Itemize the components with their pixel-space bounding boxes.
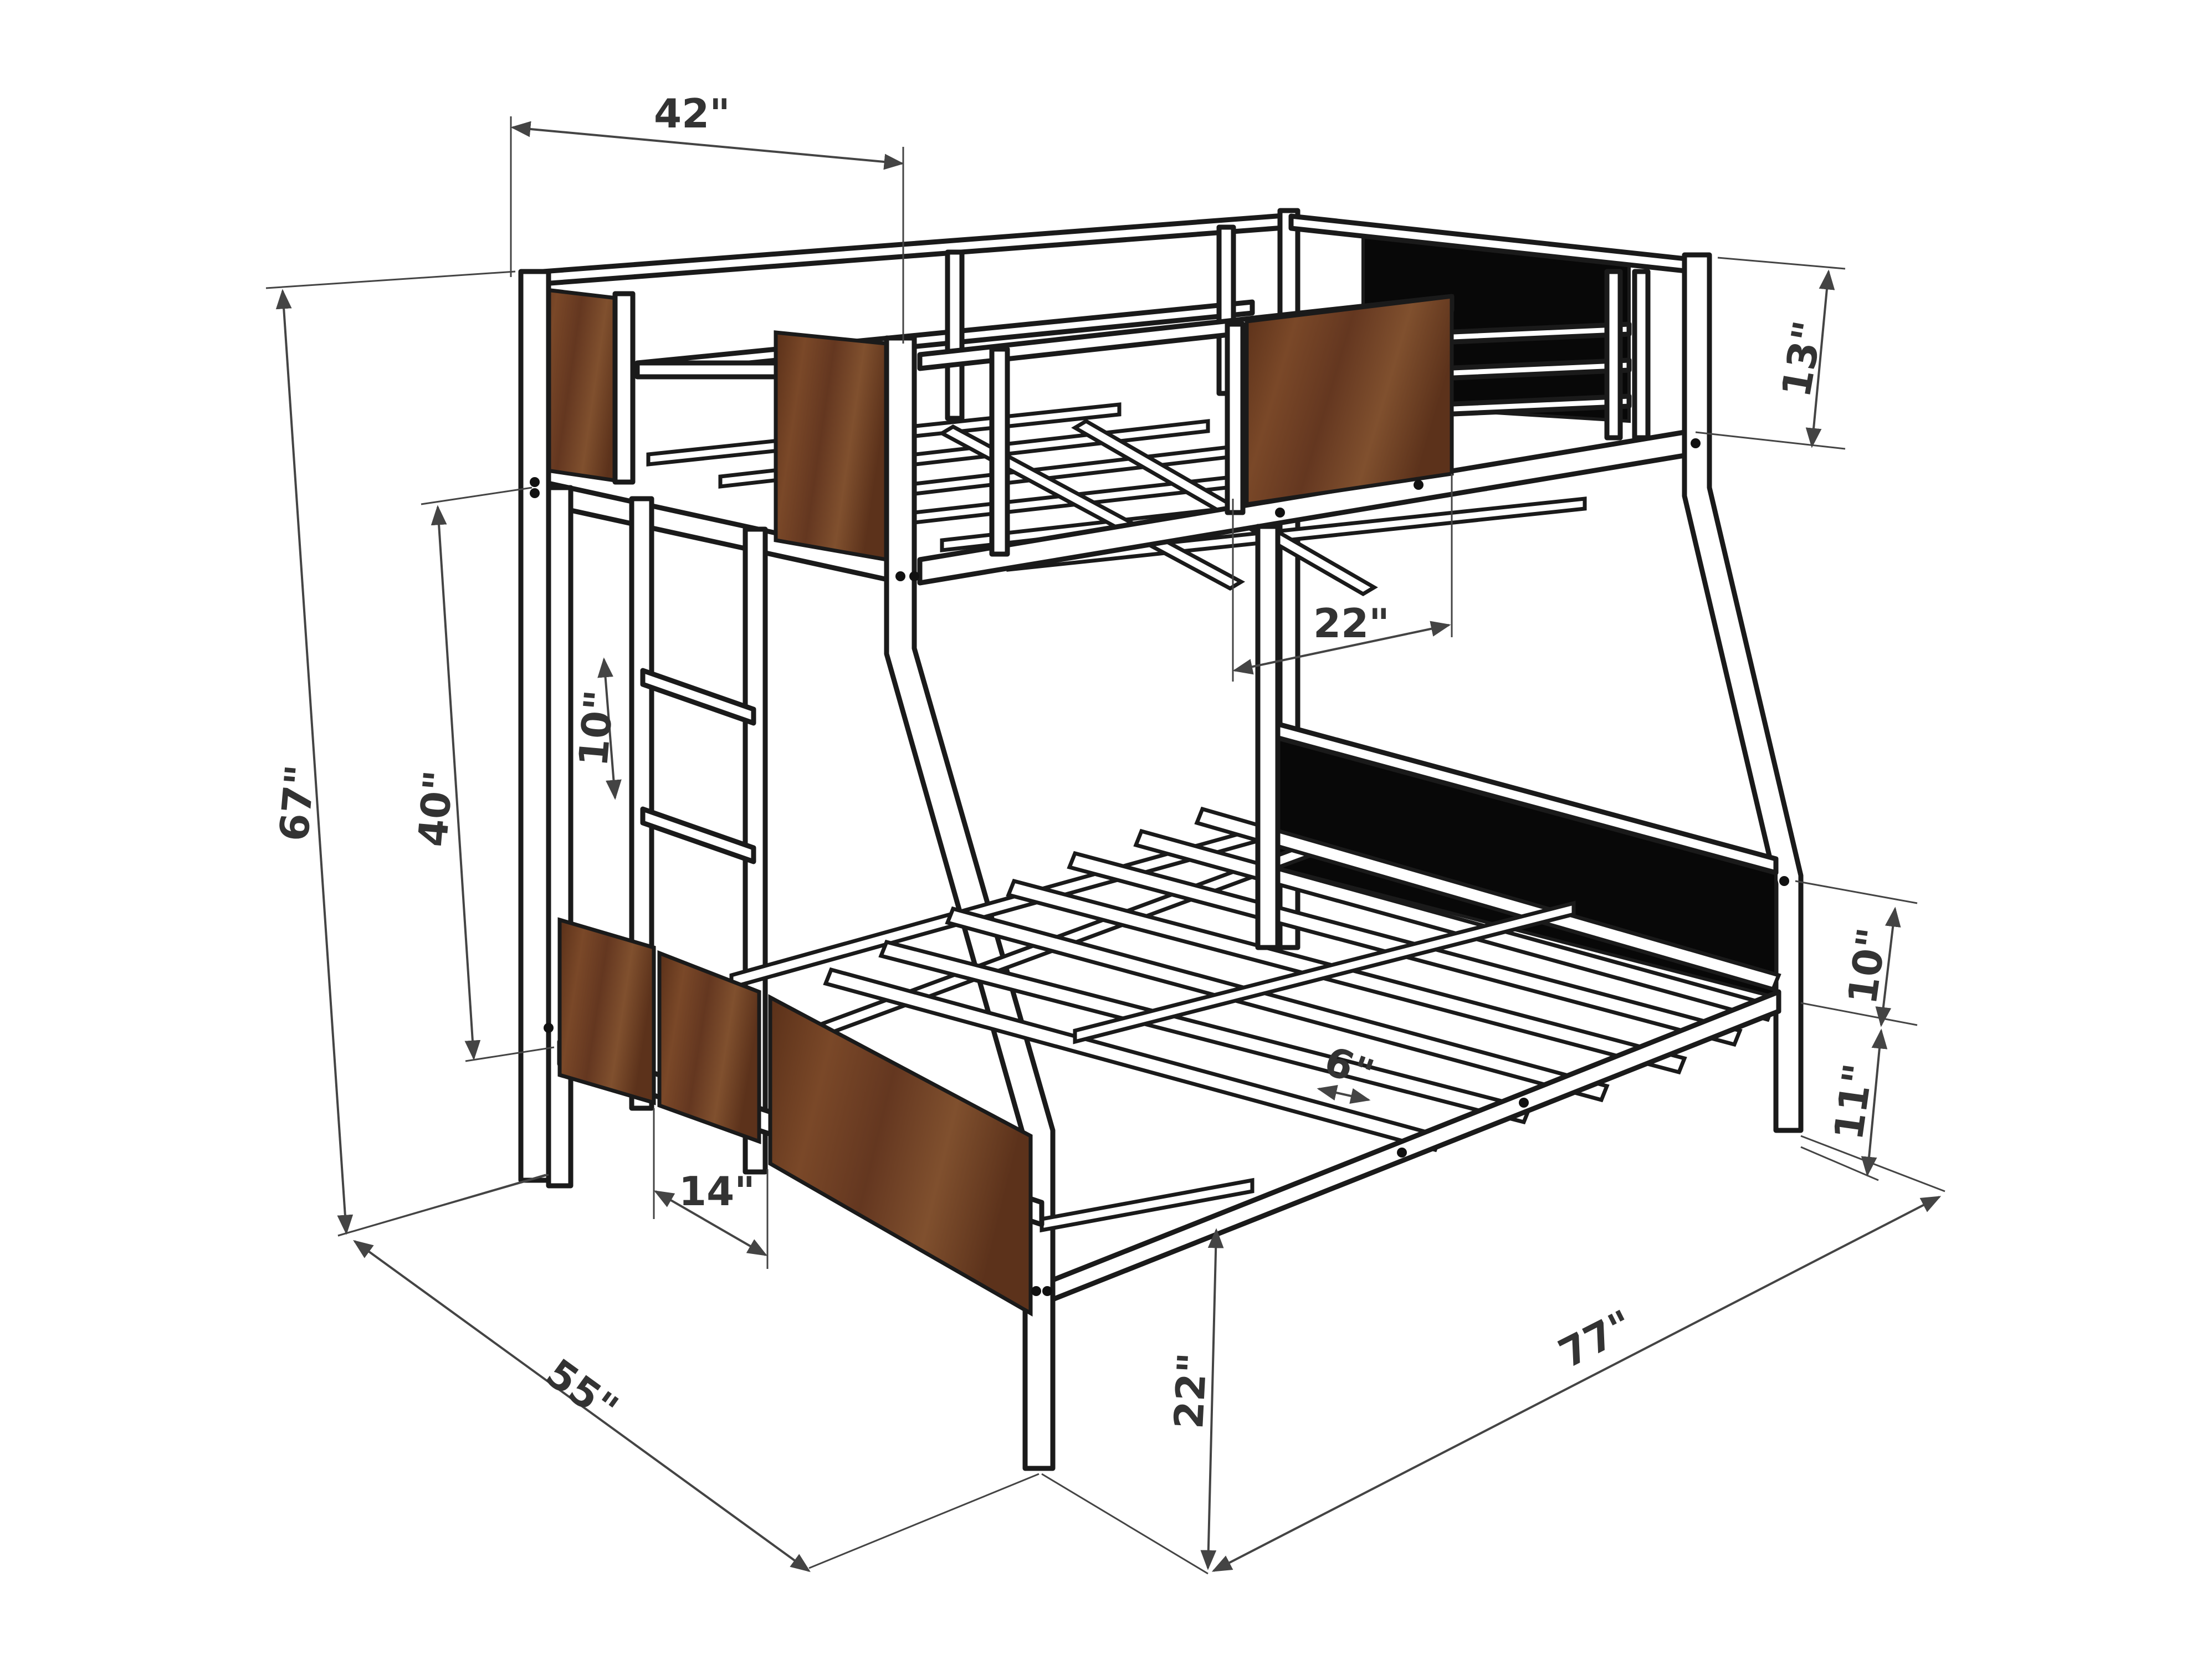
dim-footboard-height-label: 10": [1839, 925, 1896, 1007]
dim-ladder-rung-label: 10": [570, 688, 623, 769]
guard-spindle: [1604, 269, 1623, 441]
top-front-wood-panel: [774, 330, 889, 562]
dim-length-label: 77": [1552, 1301, 1641, 1377]
guard-spindle: [989, 346, 1010, 557]
bolts: [530, 438, 1789, 1296]
dim-depth-label: 55": [537, 1350, 627, 1432]
bunk-bed-frame: [518, 208, 1804, 1471]
guard-spindle: [1632, 269, 1651, 441]
lower-back-post: [546, 485, 574, 1189]
dim-rail-height-label: 11": [1825, 1061, 1882, 1143]
dim-panel-width-label: 22": [1313, 600, 1390, 647]
dim-bottom-height-label: 22": [1165, 1351, 1216, 1430]
dim-ladder-width-label: 14": [679, 1168, 755, 1215]
dim-slat-spacing-label: 6": [1318, 1037, 1380, 1098]
guard-spindle: [945, 249, 965, 421]
guard-spindle: [1225, 321, 1246, 515]
top-left-inner-post: [612, 291, 636, 485]
lower-left-wood-panel: [557, 917, 656, 1105]
top-center-wood-panel: [1245, 294, 1454, 507]
lower-front-wood-panel: [768, 994, 1033, 1317]
dim-lower-clearance-label: 40": [409, 769, 462, 849]
left-corner-post: [518, 269, 551, 1183]
lower-deck-slats: [729, 806, 1781, 1233]
front-right-post: [884, 335, 1056, 1471]
dim-guard-height-label: 13": [1773, 318, 1832, 401]
lower-center-wood-panel: [657, 950, 761, 1144]
top-left-guard-rail: [634, 360, 784, 380]
top-back-rail: [540, 212, 1294, 286]
dim-total-height-label: 67": [270, 763, 324, 843]
back-right-post: [1682, 252, 1804, 1133]
dim-top-width-label: 42": [654, 90, 730, 137]
right-rear-lower-post: [1255, 524, 1281, 950]
